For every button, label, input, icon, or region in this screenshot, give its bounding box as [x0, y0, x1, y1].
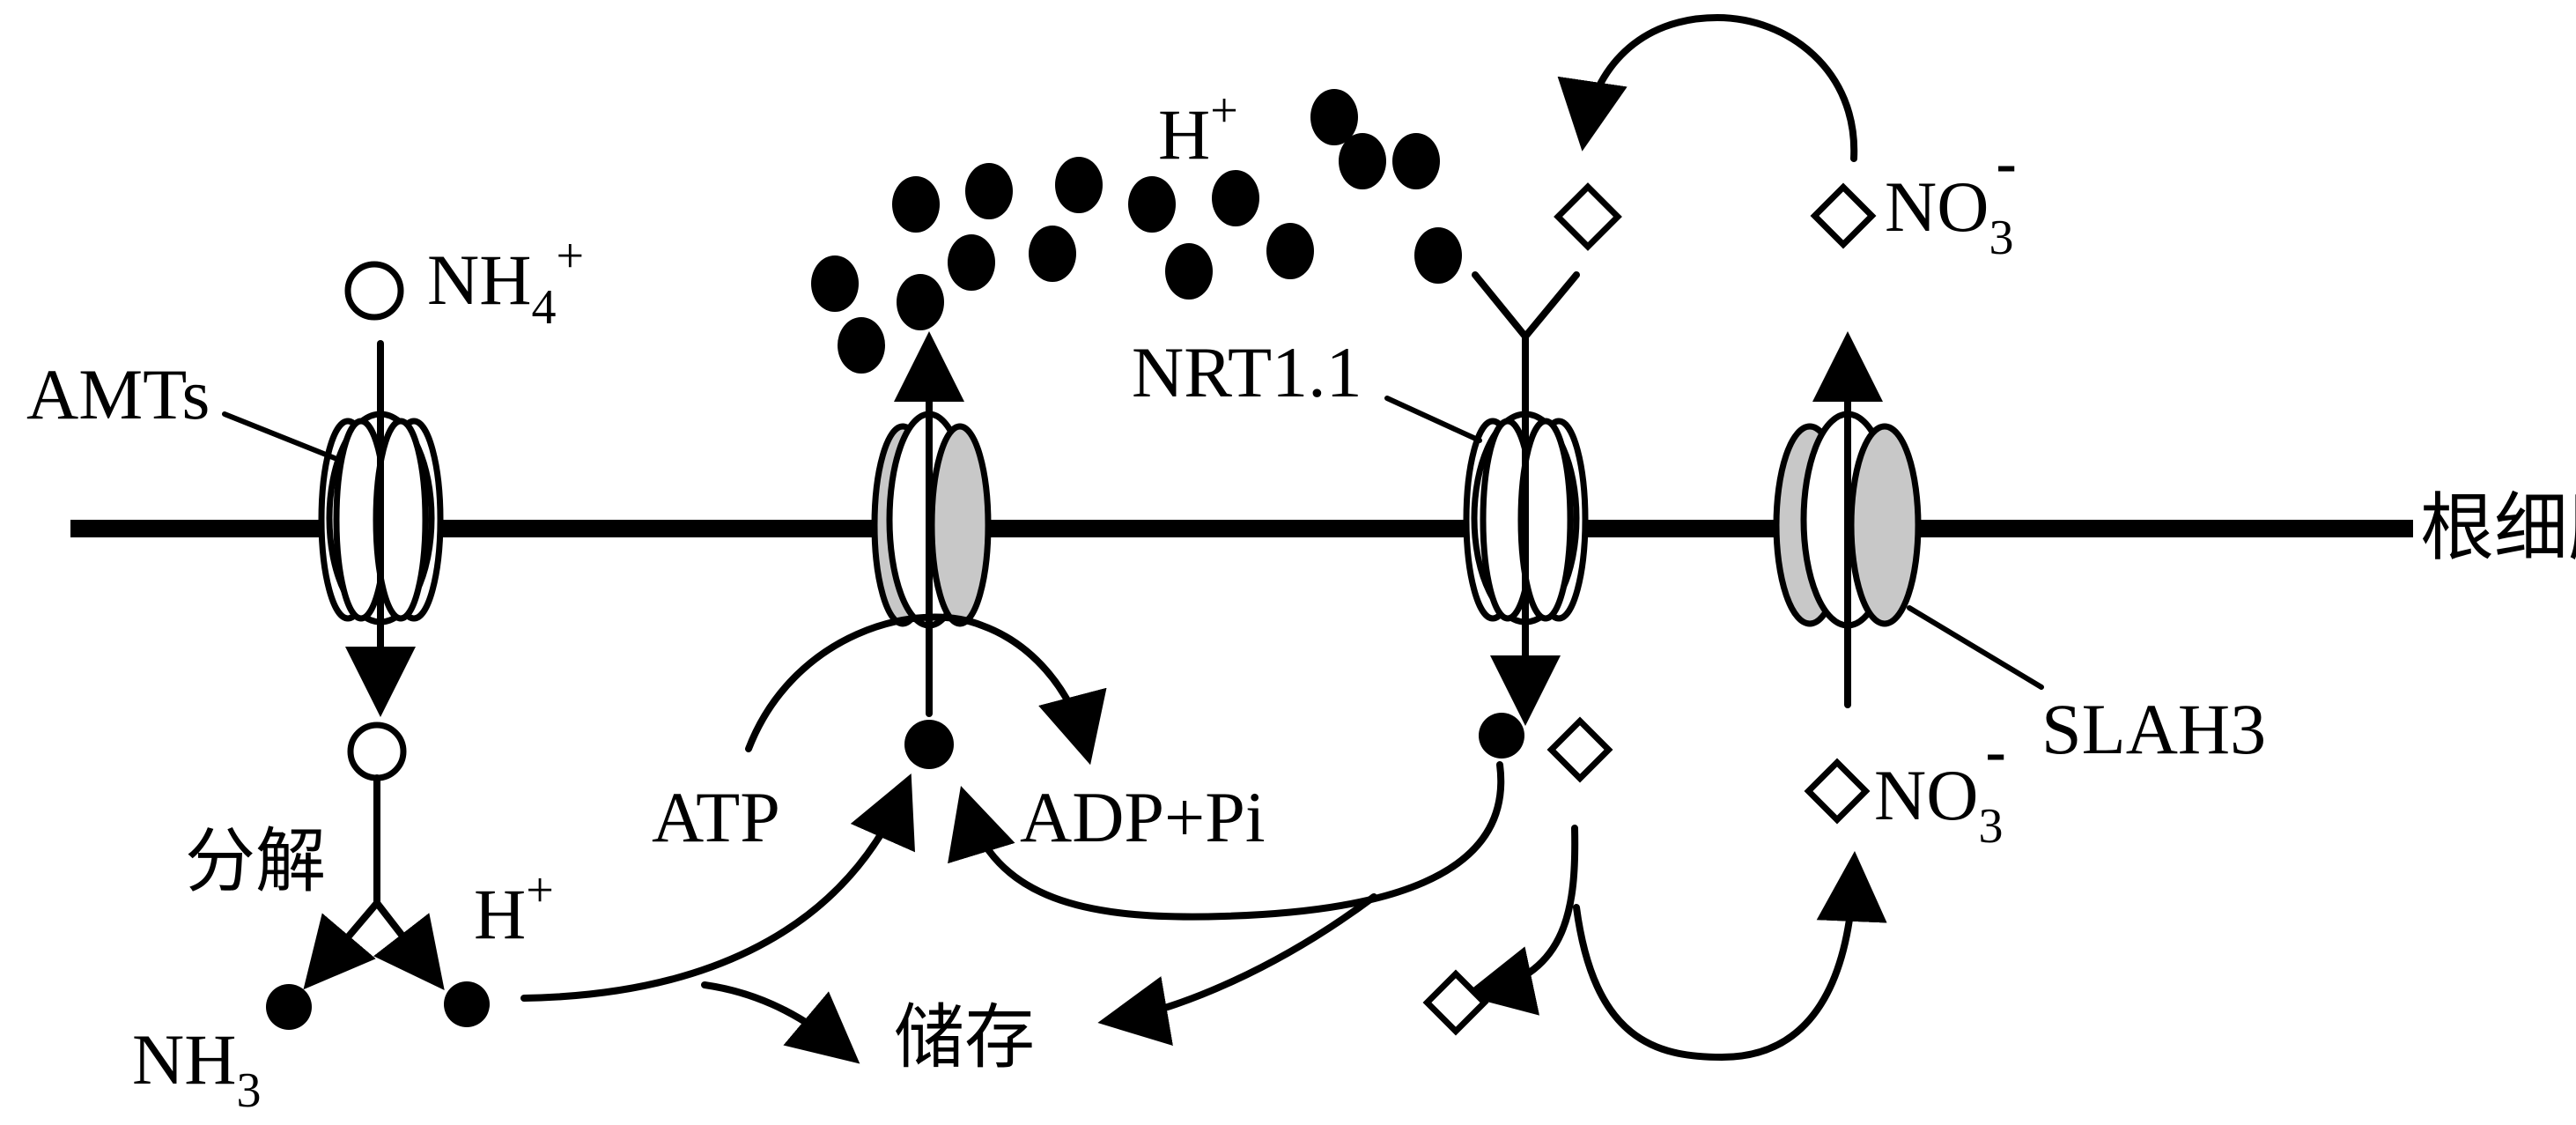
atp-label: ATP: [652, 777, 780, 857]
h-to-storage-arrow: [701, 981, 860, 1064]
h-to-pump-arrow: [520, 773, 915, 1002]
decompose-label: 分解: [185, 820, 326, 902]
nh3-label: NH3: [132, 1019, 261, 1118]
membrane-label: 根细胞膜: [2420, 485, 2576, 571]
h-ion-pump-inside: [904, 720, 954, 769]
no3-to-storage-arrow: [1463, 825, 1579, 1016]
nh3-molecule: [266, 984, 312, 1030]
nrt11-pointer-line: [1384, 396, 1482, 443]
h-bottom-label: H+: [474, 863, 554, 954]
nrt11-h-branch: [1472, 271, 1529, 340]
nh4-ion-outside: [344, 261, 404, 321]
no3-top-label: NO3-: [1885, 130, 2017, 265]
amts-label: AMTs: [26, 354, 210, 434]
nrt11-label: NRT1.1: [1132, 332, 1362, 412]
h-ion-inside-left: [444, 981, 490, 1027]
h-recycle-arrow: [948, 761, 1505, 921]
h-ion-nrt-inside: [1479, 713, 1524, 759]
storage-label: 储存: [894, 996, 1035, 1078]
adp-label: ADP+Pi: [1020, 777, 1266, 857]
no3-outside-recycle-arrow: [1557, 14, 1858, 162]
slah3-pointer-line: [1907, 605, 2044, 690]
no3-diamond-nrt-inside: [1546, 716, 1613, 783]
no3-diamond-slah-inside: [1804, 758, 1871, 825]
h-recycle-storage-arrow: [1097, 893, 1377, 1046]
no3-bottom-label: NO3-: [1874, 718, 2006, 854]
no3-to-slah3-arrow: [1573, 851, 1887, 1061]
slah3-label: SLAH3: [2041, 689, 2266, 769]
h-ion-cloud: [811, 89, 1462, 374]
h-top-label: H+: [1158, 84, 1238, 174]
amts-transporter: [318, 411, 444, 625]
nh4-ion-inside: [347, 722, 407, 781]
decompose-branch-h: [373, 899, 445, 990]
decompose-branch-nh3: [303, 899, 380, 990]
atp-to-adp-arrow: [745, 613, 1107, 766]
nh4-label: NH4+: [427, 229, 584, 335]
no3-diamond-stored: [1422, 969, 1489, 1036]
no3-diamond-nrt-outside: [1554, 182, 1622, 251]
nrt11-no3-branch: [1522, 271, 1580, 340]
no3-diamond-slah-outside: [1810, 182, 1877, 249]
amts-pointer-line: [222, 411, 337, 461]
